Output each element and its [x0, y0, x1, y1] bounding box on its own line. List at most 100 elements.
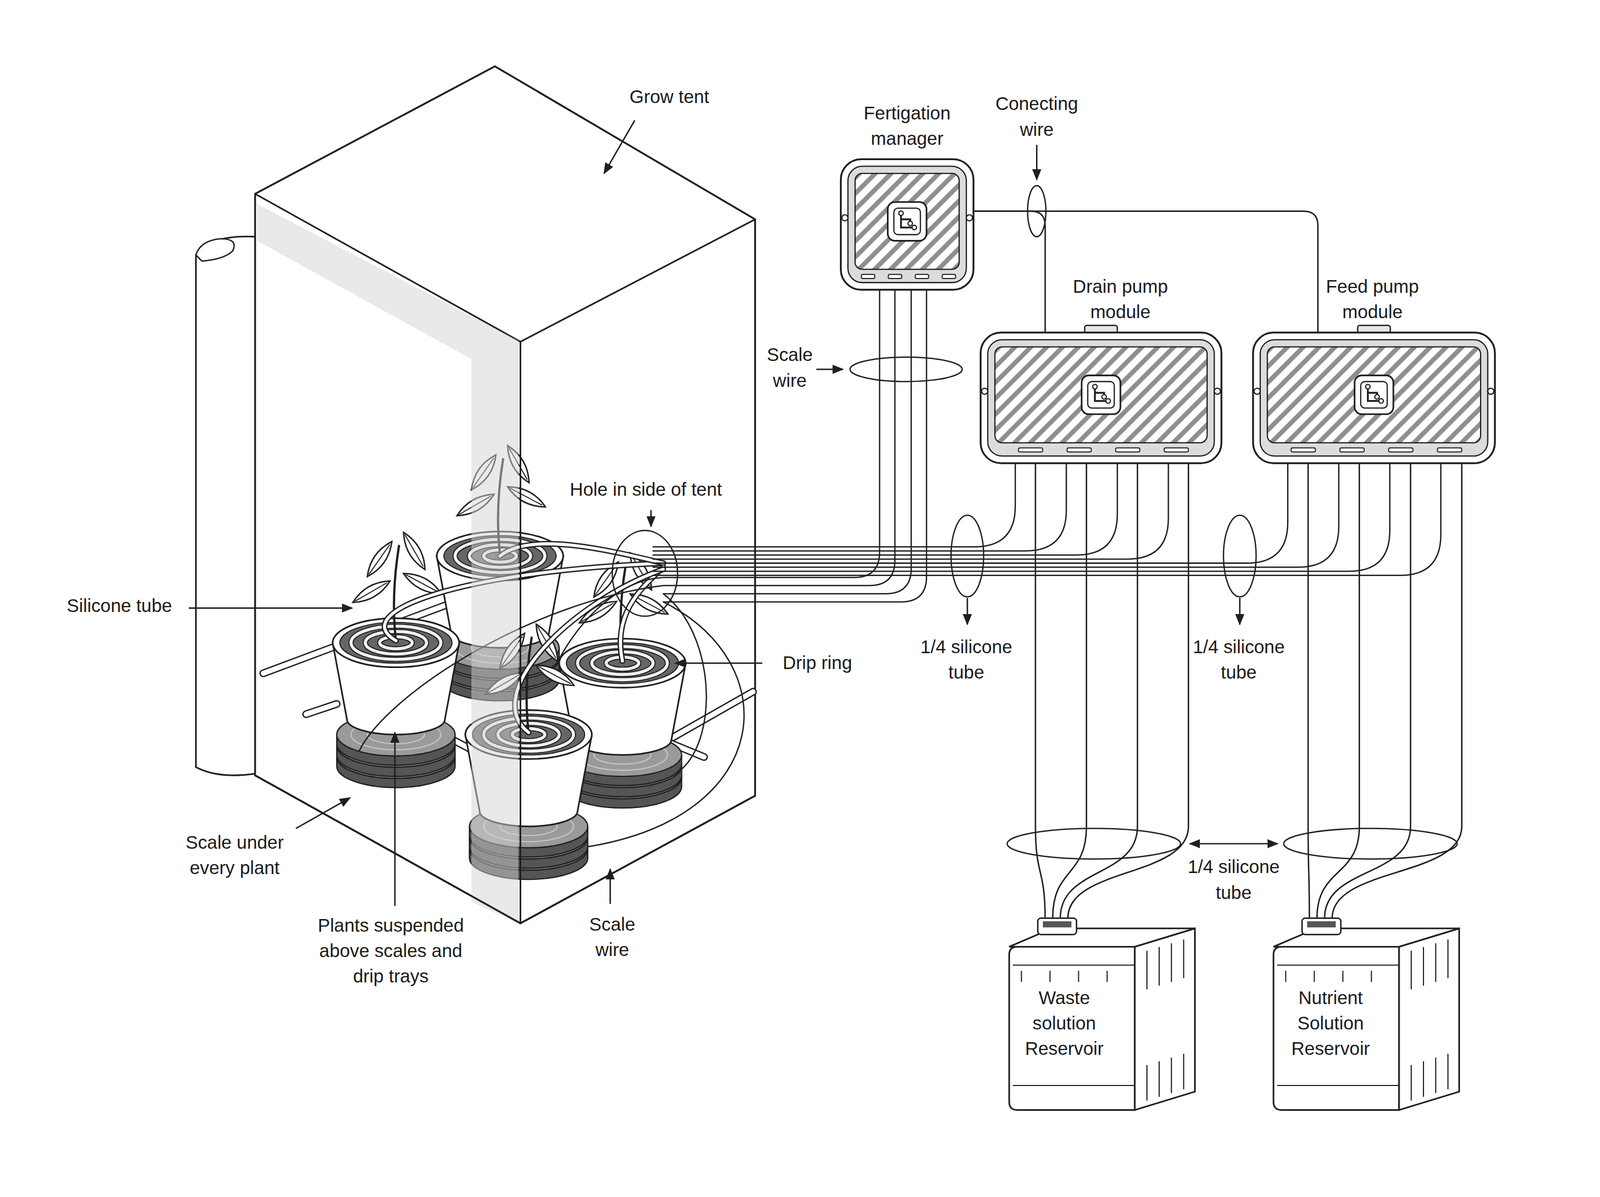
jug-ridge: [1435, 944, 1437, 982]
callout-label: 1/4 silicone tube: [909, 634, 1024, 687]
side-dot: [842, 214, 849, 221]
leader-arrow: [1036, 144, 1038, 180]
port-slot: [1291, 447, 1316, 452]
support-rod: [306, 704, 337, 715]
device-module: Fertigation manager: [839, 94, 975, 292]
tent-edge: [519, 341, 522, 924]
tent-door-band: [256, 204, 519, 924]
housing: [1253, 332, 1496, 464]
jug-ridge: [1170, 944, 1172, 982]
bundle-oval: [612, 530, 678, 617]
port-slot: [888, 274, 902, 279]
port-slot: [1388, 447, 1413, 452]
jug-ridge: [1077, 971, 1079, 982]
module-housing: [979, 331, 1223, 465]
jug-band: [1013, 964, 1135, 966]
shape-outline: [1252, 331, 1496, 465]
jug-ridge: [1371, 971, 1373, 982]
reservoir-jug: Waste solution Reservoir: [1006, 918, 1197, 1113]
logo-icon: [1379, 398, 1384, 403]
jug-ridge: [1158, 947, 1160, 986]
bundle-oval: [1006, 828, 1181, 860]
port-slot: [1163, 447, 1189, 452]
housing-rim: [987, 339, 1215, 457]
jug-ridge: [1170, 1058, 1172, 1094]
bundle-oval: [1223, 515, 1257, 597]
logo-icon: [1102, 394, 1107, 400]
leaf-vein: [355, 583, 387, 601]
jug-ridge: [1158, 1061, 1160, 1097]
shape-outline: [839, 158, 975, 291]
side-dot: [1254, 388, 1261, 395]
leader-arrow: [650, 510, 652, 527]
silicone-tube: [653, 464, 1169, 560]
connector: [1035, 464, 1189, 919]
plant-leaf: [362, 538, 397, 581]
silicone-tube: [653, 464, 1441, 576]
callout-label: 1/4 silicone tube: [1176, 855, 1291, 907]
logo-badge: [1087, 381, 1115, 409]
plant-leaf: [398, 529, 430, 573]
jug-ridge: [1410, 1065, 1412, 1101]
jug-side: [1399, 928, 1460, 1111]
jug-ridge: [1146, 1065, 1148, 1101]
logo-icon: [1365, 384, 1371, 389]
module-heading: Drain pump module: [1049, 274, 1192, 326]
reservoir-label: Nutrient Solution Reservoir: [1281, 985, 1380, 1063]
leader-arrow: [1238, 597, 1241, 625]
callout-label: Scale wire: [581, 912, 643, 964]
logo-icon: [1094, 386, 1108, 402]
tent-door-roll: [196, 236, 258, 776]
connector: [1308, 464, 1463, 919]
port-slot: [1339, 447, 1365, 452]
callout-label: Plants suspended above scales and drip t…: [311, 913, 471, 991]
side-dot: [966, 214, 973, 221]
plant-leaf: [362, 538, 397, 581]
port-slot: [941, 274, 956, 279]
plant-leaf: [349, 576, 393, 608]
callout-label: 1/4 silicone tube: [1181, 634, 1297, 687]
leader-arrow: [966, 597, 969, 625]
leaf-vein: [406, 575, 439, 593]
reservoir-label: Waste solution Reservoir: [1015, 985, 1114, 1063]
jug-ridge: [1447, 1054, 1449, 1090]
leader-arrow: [394, 732, 396, 906]
plant-stem: [393, 546, 400, 642]
leader-arrow: [675, 662, 763, 664]
logo-icon: [898, 210, 903, 216]
support-rod: [306, 704, 337, 715]
leader-arrow: [816, 368, 843, 371]
device-module: Feed pump module: [1252, 269, 1496, 465]
bundle-oval: [1283, 828, 1458, 860]
jug-neck: [1301, 918, 1341, 935]
bundle-oval: [950, 515, 984, 597]
shape-outline: [979, 331, 1223, 465]
jug-opening: [1042, 921, 1072, 928]
leader-arrow: [188, 607, 353, 609]
jug-opening: [1307, 921, 1336, 928]
device-module: Drain pump module: [979, 269, 1223, 465]
side-dot: [1487, 388, 1495, 395]
callout-label: Silicone tube: [66, 594, 172, 620]
vent-grille: [855, 173, 960, 270]
jug-ridge: [1049, 971, 1051, 982]
logo-icon: [1105, 398, 1111, 403]
tent-edge: [255, 775, 756, 924]
jug-band: [1277, 1085, 1400, 1087]
leader-arrow: [1189, 843, 1278, 845]
jug-side: [1134, 928, 1196, 1111]
leader-arrow: [296, 798, 350, 829]
jug-neck: [1037, 918, 1077, 935]
plant-leaf: [398, 529, 430, 573]
logo-badge: [1354, 375, 1394, 414]
connector: [974, 211, 1319, 332]
callout-label: Grow tent: [629, 84, 710, 110]
jug-ridge: [1182, 1054, 1185, 1090]
module-heading: Fertigation manager: [835, 100, 979, 153]
callout-label: Drip ring: [782, 651, 853, 677]
plant-leaf: [533, 660, 577, 691]
jug-front: [1009, 946, 1135, 1111]
port-slot: [1018, 447, 1043, 452]
port-slot: [1067, 447, 1092, 452]
